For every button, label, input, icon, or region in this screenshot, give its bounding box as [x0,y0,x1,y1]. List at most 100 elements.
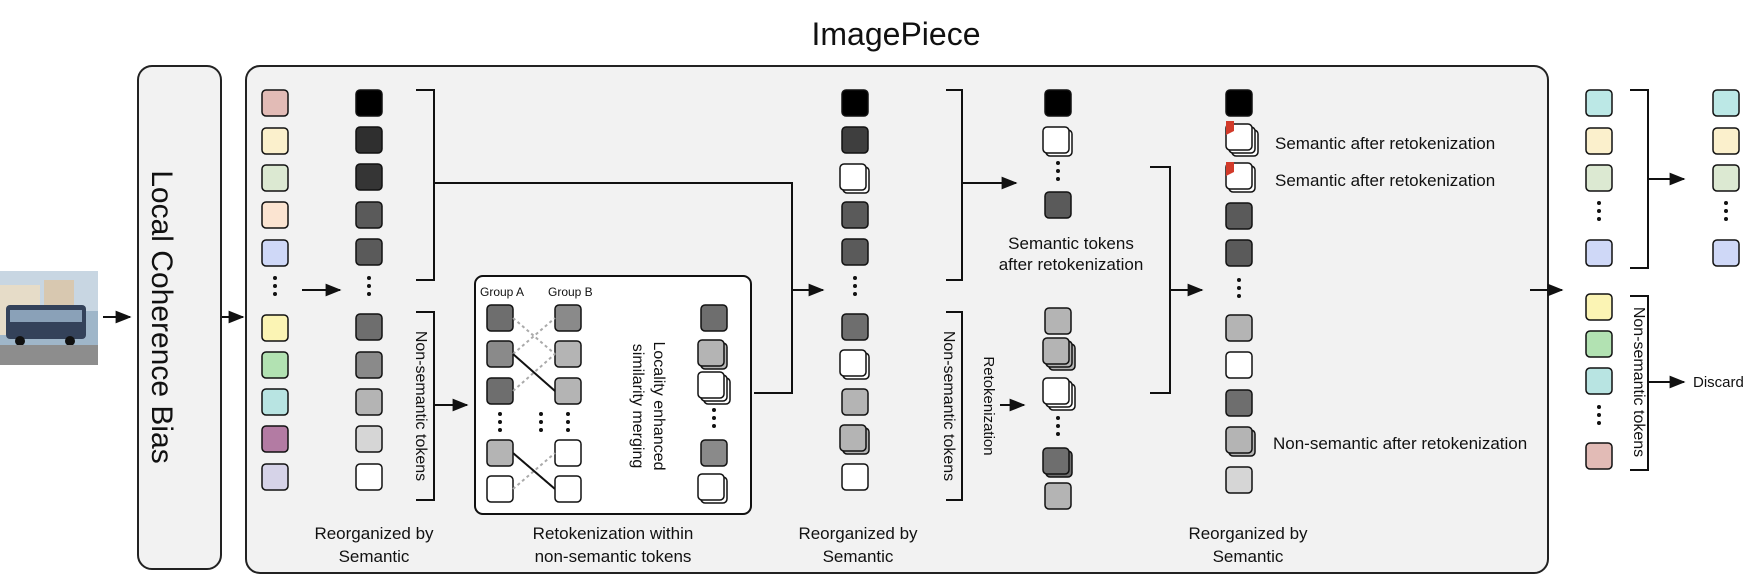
input-token [261,351,289,379]
group-a-label: Group A [480,285,524,299]
merged-token [700,439,728,467]
reorganized-token [841,313,869,341]
merged-token [700,304,728,332]
connectors [103,89,1686,515]
ellipsis-dot [1597,201,1601,205]
non-semantic-tokens-label-3: Non-semantic tokens [1630,307,1647,457]
input-token [261,164,289,192]
ellipsis-dot [539,420,543,424]
group-b-token [554,377,582,405]
reorganized-token [841,463,869,491]
semantic-flag-icon [1226,121,1234,135]
output-semantic-token [1585,164,1613,192]
caption-reorg-2-line-2: Semantic [823,547,894,566]
reorganized-token [841,201,869,229]
input-token [261,314,289,342]
semantic-after-token [1042,126,1070,154]
diagram-title: ImagePiece [812,16,981,52]
reorganized-token [355,313,383,341]
ellipsis-dot [712,416,716,420]
reorganized-token [839,163,867,191]
caption-reorg-3-line-2: Semantic [1213,547,1284,566]
input-token [261,201,289,229]
reorganized-token [355,89,383,117]
input-image [0,271,98,365]
group-b-token [554,439,582,467]
non-semantic-after-label: Non-semantic after retokenization [1273,434,1527,453]
semantic-tokens-label-2: after retokenization [999,255,1144,274]
final-token [1225,351,1253,379]
reorganized-token [841,89,869,117]
ellipsis-dot [712,408,716,412]
ellipsis-dot [1597,421,1601,425]
input-token [261,425,289,453]
input-token [261,463,289,491]
ellipsis-dot [498,420,502,424]
merged-token [697,473,725,501]
merge-label-2: similarity merging [629,344,646,468]
ellipsis-dot [539,428,543,432]
caption-retok-line-1: Retokenization within [533,524,694,543]
output-semantic-token [1585,89,1613,117]
merge-link [512,452,556,490]
ellipsis-dot [1597,209,1601,213]
ellipsis-dot [273,284,277,288]
reorganized-token [355,388,383,416]
semantic-after-label-1: Semantic after retokenization [1275,134,1495,153]
semantic-after-token [1044,89,1072,117]
non-semantic-after-token [1044,307,1072,335]
ellipsis-dot [498,412,502,416]
caption-reorg-2-line-1: Reorganized by [798,524,918,543]
ellipsis-dot [853,284,857,288]
merge-label-1: Locality enhanced [650,342,667,471]
group-a-token [486,340,514,368]
non-semantic-tokens-label-1: Non-semantic tokens [412,331,429,481]
ellipsis-dot [566,428,570,432]
ellipsis-dot [1237,278,1241,282]
merged-token [697,371,725,399]
ellipsis-dot [1056,416,1060,420]
reorganized-token [355,163,383,191]
input-token [261,239,289,267]
output-nonsemantic-token [1585,293,1613,321]
output-nonsemantic-token [1585,442,1613,470]
ellipsis-dot [1056,424,1060,428]
ellipsis-dot [566,412,570,416]
final-token [1225,89,1253,117]
kept-semantic-token [1712,89,1740,117]
ellipsis-dot [273,292,277,296]
ellipsis-dot [367,276,371,280]
ellipsis-dot [1724,217,1728,221]
non-semantic-after-token [1042,337,1070,365]
ellipsis-dot [1597,217,1601,221]
ellipsis-dot [566,420,570,424]
ellipsis-dot [853,292,857,296]
semantic-after-label-2: Semantic after retokenization [1275,171,1495,190]
kept-semantic-token [1712,239,1740,267]
ellipsis-dot [367,284,371,288]
output-nonsemantic-token [1585,330,1613,358]
input-token [261,89,289,117]
input-token [261,127,289,155]
ellipsis-dot [367,292,371,296]
ellipsis-dot [712,424,716,428]
ellipsis-dot [1237,286,1241,290]
ellipsis-dot [1056,161,1060,165]
local-coherence-bias-box [137,65,222,570]
ellipsis-dot [1056,177,1060,181]
group-b-token [554,340,582,368]
ellipsis-dot [1056,169,1060,173]
reorganized-token [841,238,869,266]
merged-token [697,339,725,367]
ellipsis-dot [273,276,277,280]
reorganized-token [355,126,383,154]
caption-reorg-1-line-1: Reorganized by [314,524,434,543]
reorganized-token [355,425,383,453]
output-semantic-token [1585,127,1613,155]
retokenization-label: Retokenization [980,356,997,455]
non-semantic-after-token [1044,482,1072,510]
group-a-token [486,304,514,332]
reorganized-token [355,238,383,266]
reorganized-token [355,201,383,229]
